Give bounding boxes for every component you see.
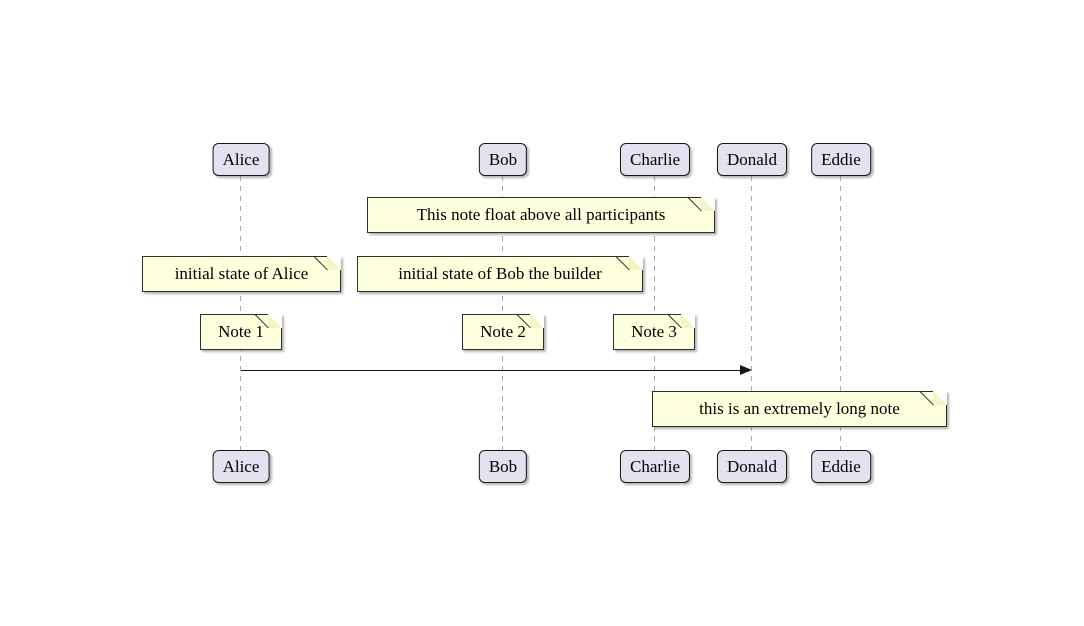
participant-bottom-donald: Donald <box>716 450 788 483</box>
note-2: Note 2 <box>462 313 545 350</box>
lifeline-charlie <box>654 176 656 450</box>
participant-label: Alice <box>222 149 260 169</box>
participant-label: Charlie <box>629 149 681 169</box>
participant-top-charlie: Charlie <box>619 143 691 176</box>
note-float-above-participants: This note float above all participants <box>367 196 716 233</box>
note-initial-state-bob: initial state of Bob the builder <box>357 255 644 292</box>
folded-corner-icon <box>681 313 696 328</box>
folded-corner-icon <box>629 255 644 270</box>
folded-corner-icon <box>327 255 342 270</box>
participant-bottom-eddie: Eddie <box>811 450 871 483</box>
participant-label: Alice <box>222 456 260 476</box>
lifeline-donald <box>751 176 753 450</box>
participant-label: Donald <box>726 456 778 476</box>
note-text: initial state of Bob the builder <box>398 264 602 283</box>
folded-corner-icon <box>933 390 948 405</box>
participant-label: Eddie <box>821 149 861 169</box>
lifeline-alice <box>240 176 242 450</box>
folded-corner-icon <box>701 196 716 211</box>
folded-corner-icon <box>530 313 545 328</box>
note-text: Note 3 <box>631 322 677 341</box>
lifeline-eddie <box>840 176 842 450</box>
participant-bottom-charlie: Charlie <box>619 450 691 483</box>
note-text: this is an extremely long note <box>699 399 900 418</box>
participant-top-alice: Alice <box>212 143 270 176</box>
note-text: Note 2 <box>480 322 526 341</box>
note-extremely-long: this is an extremely long note <box>652 390 948 427</box>
note-1: Note 1 <box>200 313 283 350</box>
note-text: This note float above all participants <box>416 205 666 224</box>
note-initial-state-alice: initial state of Alice <box>142 255 342 292</box>
participant-label: Bob <box>488 456 518 476</box>
note-text: Note 1 <box>218 322 264 341</box>
participant-top-donald: Donald <box>716 143 788 176</box>
participant-label: Eddie <box>821 456 861 476</box>
message-line-alice-to-donald <box>241 370 741 371</box>
participant-top-bob: Bob <box>478 143 528 176</box>
note-3: Note 3 <box>613 313 696 350</box>
note-text: initial state of Alice <box>174 264 309 283</box>
arrowhead-icon <box>740 365 752 375</box>
participant-label: Charlie <box>629 456 681 476</box>
participant-label: Bob <box>488 149 518 169</box>
participant-bottom-bob: Bob <box>478 450 528 483</box>
participant-top-eddie: Eddie <box>811 143 871 176</box>
lifeline-bob <box>502 176 504 450</box>
folded-corner-icon <box>268 313 283 328</box>
participant-bottom-alice: Alice <box>212 450 270 483</box>
participant-label: Donald <box>726 149 778 169</box>
